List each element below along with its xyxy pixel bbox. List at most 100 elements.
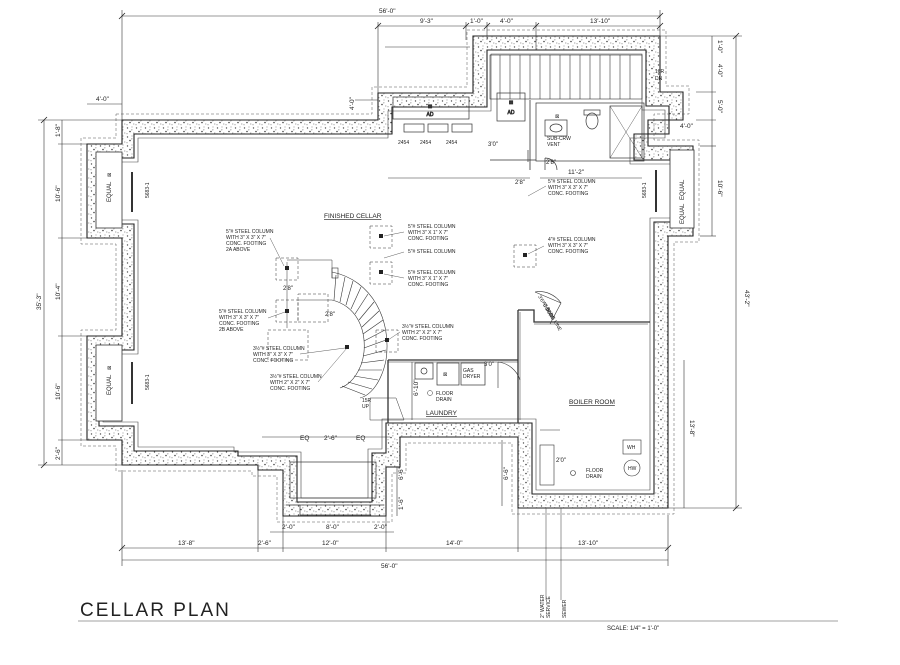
svg-text:2'-0": 2'-0" bbox=[374, 524, 388, 531]
laundry-door bbox=[497, 361, 521, 388]
dimension-labels: 56'-0" 9'-3" 1'-0" 4'-0" 13'-10" 11'-2" … bbox=[36, 8, 750, 570]
svg-text:CONC. FOOTING: CONC. FOOTING bbox=[408, 282, 448, 288]
svg-text:1'-6": 1'-6" bbox=[398, 496, 405, 510]
services bbox=[545, 508, 562, 600]
svg-text:CONC. FOOTING: CONC. FOOTING bbox=[548, 191, 588, 197]
svg-text:13'-8": 13'-8" bbox=[688, 420, 695, 437]
drawing-title: CELLAR PLAN bbox=[80, 600, 231, 621]
main-stair bbox=[331, 267, 405, 421]
svg-text:BLDG LINE: BLDG LINE bbox=[544, 307, 563, 333]
svg-text:⊠: ⊠ bbox=[107, 173, 113, 177]
svg-text:5"# STEEL COLUMN: 5"# STEEL COLUMN bbox=[408, 249, 456, 255]
svg-text:5"# STEEL COLUMN: 5"# STEEL COLUMN bbox=[408, 270, 456, 276]
svg-text:CONC. FOOTING: CONC. FOOTING bbox=[408, 236, 448, 242]
svg-text:WITH 3" X 3" X 7": WITH 3" X 3" X 7" bbox=[548, 243, 588, 249]
svg-text:2'-6": 2'-6" bbox=[258, 540, 272, 547]
svg-text:2454: 2454 bbox=[420, 140, 431, 146]
top-windows: 2454 2454 2454 bbox=[398, 123, 473, 146]
svg-text:EQUAL: EQUAL bbox=[107, 374, 113, 395]
svg-text:DRAIN: DRAIN bbox=[586, 474, 602, 480]
window-wells-side bbox=[95, 149, 695, 422]
svg-text:CONC. FOOTING: CONC. FOOTING bbox=[270, 386, 310, 392]
dimension-lines bbox=[38, 10, 742, 566]
svg-text:WITH 3" X 3" X 7": WITH 3" X 3" X 7" bbox=[548, 185, 588, 191]
svg-text:WITH 3" X 3" X 7": WITH 3" X 3" X 7" bbox=[226, 235, 266, 241]
svg-text:2'8": 2'8" bbox=[515, 180, 525, 186]
svg-text:CONC. FOOTING: CONC. FOOTING bbox=[219, 321, 259, 327]
laundry-fixtures bbox=[414, 362, 486, 386]
stair-top-risers: 16R bbox=[655, 69, 665, 75]
svg-text:WITH 3" X 1" X 7": WITH 3" X 1" X 7" bbox=[408, 276, 448, 282]
svg-text:4'-0": 4'-0" bbox=[500, 18, 514, 25]
svg-text:HW: HW bbox=[628, 466, 637, 472]
stair-top-dir: DN bbox=[655, 76, 663, 82]
svg-text:56'-0": 56'-0" bbox=[379, 8, 396, 15]
svg-text:5"# STEEL COLUMN: 5"# STEEL COLUMN bbox=[548, 179, 596, 185]
foundation-walls bbox=[80, 29, 700, 523]
svg-text:3½"# STEEL COLUMN: 3½"# STEEL COLUMN bbox=[402, 323, 454, 330]
svg-text:⊠: ⊠ bbox=[107, 366, 113, 370]
door-sizes: 2'8" 2'8" 3'0" 3'0" 2'0" 2'8" 2'8" bbox=[283, 142, 566, 464]
svg-text:CONC. FOOTING: CONC. FOOTING bbox=[548, 249, 588, 255]
svg-text:DRYER: DRYER bbox=[463, 374, 481, 380]
svg-text:56'-0": 56'-0" bbox=[381, 563, 398, 570]
svg-text:4'-0": 4'-0" bbox=[680, 123, 694, 130]
svg-text:WITH 2" X 2" X 7": WITH 2" X 2" X 7" bbox=[270, 380, 310, 386]
window-well-top: ⊠ AD ⊠ AD bbox=[392, 92, 526, 122]
svg-text:SUB-CRW: SUB-CRW bbox=[547, 136, 571, 142]
svg-text:2'-0": 2'-0" bbox=[282, 524, 296, 531]
svg-text:2454: 2454 bbox=[446, 140, 457, 146]
svg-text:5'-0": 5'-0" bbox=[716, 100, 723, 114]
svg-text:WH: WH bbox=[627, 445, 636, 451]
svg-text:⊠: ⊠ bbox=[428, 104, 432, 110]
svg-text:VENT: VENT bbox=[547, 142, 560, 148]
scale-label: SCALE: 1/4" = 1'-0" bbox=[607, 626, 659, 632]
leader-lines bbox=[267, 185, 547, 383]
boiler-room-door bbox=[534, 291, 562, 325]
svg-text:WITH 3" X 3" X 7": WITH 3" X 3" X 7" bbox=[253, 352, 293, 358]
svg-text:5683-1: 5683-1 bbox=[145, 182, 151, 198]
svg-text:10'-6": 10'-6" bbox=[716, 180, 723, 197]
svg-text:5"# STEEL COLUMN: 5"# STEEL COLUMN bbox=[226, 229, 274, 235]
svg-text:⊠: ⊠ bbox=[555, 114, 559, 120]
svg-text:13'-8": 13'-8" bbox=[178, 540, 195, 547]
svg-text:5"# STEEL COLUMN: 5"# STEEL COLUMN bbox=[219, 309, 267, 315]
svg-text:35'-3": 35'-3" bbox=[36, 293, 43, 310]
svg-text:FLOOR: FLOOR bbox=[436, 391, 454, 397]
svg-text:EQUAL: EQUAL bbox=[680, 179, 686, 200]
equal-labels: EQUAL ⊠ EQUAL ⊠ EQUAL EQUAL 5683-1 5683-… bbox=[107, 173, 686, 395]
svg-text:CONC. FOOTING: CONC. FOOTING bbox=[226, 241, 266, 247]
svg-text:WITH 2" X 2" X 7": WITH 2" X 2" X 7" bbox=[402, 330, 442, 336]
svg-text:10'-6": 10'-6" bbox=[55, 383, 62, 400]
svg-text:3'0": 3'0" bbox=[488, 142, 498, 148]
column-notes: 5"# STEEL COLUMN WITH 3" X 3" X 7" CONC.… bbox=[219, 179, 596, 392]
room-laundry: LAUNDRY bbox=[426, 410, 458, 417]
svg-text:10'-6": 10'-6" bbox=[55, 185, 62, 202]
svg-text:2'8": 2'8" bbox=[283, 286, 293, 292]
water-service-1: 2" WATER bbox=[540, 594, 546, 618]
boiler-fixtures bbox=[539, 429, 642, 486]
room-boiler: BOILER ROOM bbox=[569, 399, 615, 406]
svg-text:6'-10": 6'-10" bbox=[413, 379, 420, 396]
svg-text:2B ABOVE: 2B ABOVE bbox=[219, 327, 244, 333]
svg-text:⊠: ⊠ bbox=[443, 372, 447, 378]
ad-label-2: AD bbox=[508, 110, 515, 116]
svg-text:1'-0": 1'-0" bbox=[470, 18, 484, 25]
svg-text:EQ: EQ bbox=[356, 435, 365, 442]
svg-text:14'-0": 14'-0" bbox=[446, 540, 463, 547]
svg-text:3½"# STEEL COLUMN: 3½"# STEEL COLUMN bbox=[270, 373, 322, 380]
svg-text:FLOOR: FLOOR bbox=[586, 468, 604, 474]
svg-text:3'0": 3'0" bbox=[484, 362, 494, 368]
svg-text:13'-10": 13'-10" bbox=[578, 540, 599, 547]
svg-text:5683-1: 5683-1 bbox=[642, 182, 648, 198]
svg-text:13'-10": 13'-10" bbox=[590, 18, 611, 25]
svg-text:12'-0": 12'-0" bbox=[322, 540, 339, 547]
interior-walls bbox=[387, 100, 650, 423]
svg-text:WITH 3" X 1" X 7": WITH 3" X 1" X 7" bbox=[408, 230, 448, 236]
svg-text:4'-0": 4'-0" bbox=[96, 96, 110, 103]
svg-text:WITH 3" X 3" X 7": WITH 3" X 3" X 7" bbox=[219, 315, 259, 321]
svg-text:2A ABOVE: 2A ABOVE bbox=[226, 247, 251, 253]
svg-text:6'-6": 6'-6" bbox=[398, 466, 405, 480]
svg-text:CONC. FOOTING: CONC. FOOTING bbox=[402, 336, 442, 342]
